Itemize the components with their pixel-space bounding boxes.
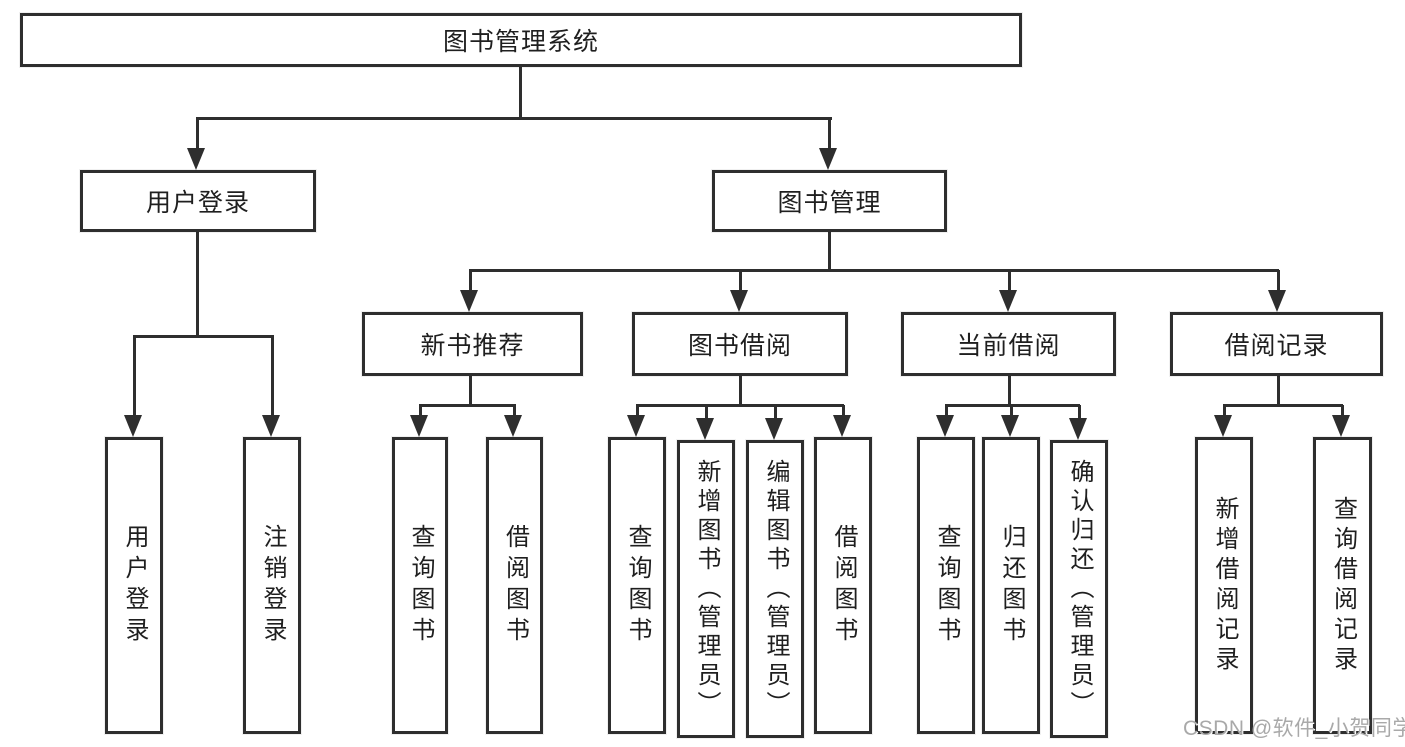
arrow-down-icon-logout-action [262, 336, 280, 437]
connector-borrowing-stem [739, 375, 742, 407]
node-borrowing-add-books: 新增图书（管理员） [677, 440, 735, 738]
node-borrowing-edit-books: 编辑图书（管理员） [746, 440, 804, 738]
arrow-down-icon-recommend-borrow [504, 405, 522, 437]
arrow-down-icon-borrowing-borrow [833, 405, 851, 437]
node-borrowing-records: 借阅记录 [1170, 312, 1383, 376]
node-recommend-query-books: 查询图书 [392, 437, 448, 734]
arrow-down-icon-current-return [1001, 405, 1019, 437]
connector-root-stem [519, 66, 522, 119]
arrow-down-icon-current-borrowing [999, 270, 1017, 312]
node-login-action: 用户登录 [105, 437, 163, 734]
arrow-down-icon-borrowing-add [696, 405, 714, 440]
node-new-book-recommend: 新书推荐 [362, 312, 583, 376]
connector-borrowing-rail [636, 404, 844, 407]
node-records-query-record: 查询借阅记录 [1313, 437, 1372, 734]
connector-user-login-stem [196, 231, 199, 338]
csdn-watermark: CSDN @软件_小贺同学 [1183, 717, 1405, 740]
arrow-down-icon-borrowing-edit [765, 405, 783, 440]
connector-recommend-rail [419, 404, 516, 407]
arrow-down-icon-current-query [936, 405, 954, 437]
arrow-down-icon-new-book-recommend [460, 270, 478, 312]
arrow-down-icon-borrowing-query [627, 405, 645, 437]
connector-level2-rail [196, 117, 832, 120]
node-book-management: 图书管理 [712, 170, 947, 232]
node-user-login: 用户登录 [80, 170, 316, 232]
arrow-down-icon-book-borrowing [730, 270, 748, 312]
connector-records-rail [1223, 404, 1343, 407]
connector-user-login-rail [133, 335, 274, 338]
arrow-down-icon-records-add [1214, 405, 1232, 437]
node-current-return-books: 归还图书 [982, 437, 1040, 734]
node-logout-action: 注销登录 [243, 437, 301, 734]
connector-records-stem [1277, 375, 1280, 407]
node-current-borrowing: 当前借阅 [901, 312, 1116, 376]
arrow-down-icon-records-query [1332, 405, 1350, 437]
arrow-down-icon-borrowing-records [1268, 270, 1286, 312]
node-borrowing-query-books: 查询图书 [608, 437, 666, 734]
arrow-down-icon-book-management [819, 118, 837, 170]
node-book-borrowing: 图书借阅 [632, 312, 848, 376]
node-current-query-books: 查询图书 [917, 437, 975, 734]
node-recommend-borrow-books: 借阅图书 [486, 437, 543, 734]
connector-book-management-stem [828, 231, 831, 272]
arrow-down-icon-login-action [124, 336, 142, 437]
arrow-down-icon-recommend-query [410, 405, 428, 437]
node-current-confirm-return: 确认归还（管理员） [1050, 440, 1108, 738]
connector-current-stem [1008, 375, 1011, 407]
connector-level3-rail [469, 269, 1279, 272]
node-root: 图书管理系统 [20, 13, 1022, 67]
arrow-down-icon-user-login [187, 118, 205, 170]
node-borrowing-borrow-books: 借阅图书 [814, 437, 872, 734]
arrow-down-icon-current-confirm [1069, 405, 1087, 440]
node-records-add-record: 新增借阅记录 [1195, 437, 1253, 734]
connector-recommend-stem [469, 375, 472, 407]
